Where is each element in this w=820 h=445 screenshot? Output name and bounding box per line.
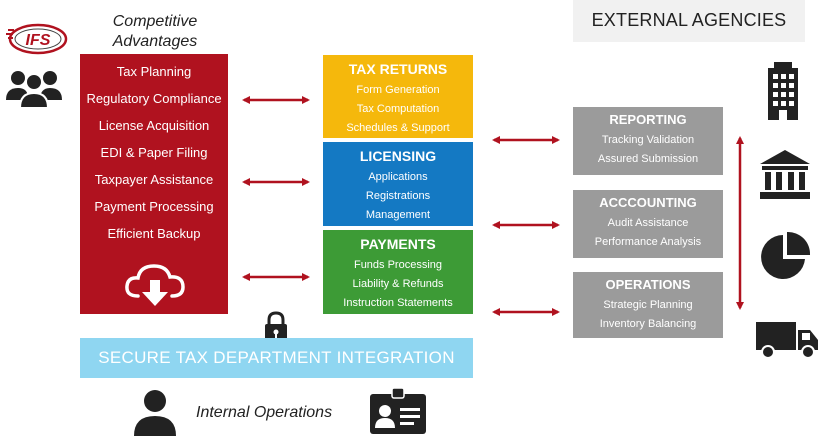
- licensing-item: Management: [365, 209, 431, 221]
- licensing-box: LICENSING Applications Registrations Man…: [323, 142, 473, 226]
- tax-returns-item: Tax Computation: [356, 103, 440, 115]
- payments-box: PAYMENTS Funds Processing Liability & Re…: [323, 230, 473, 314]
- operations-title: OPERATIONS: [605, 277, 691, 292]
- title-line-2: Advantages: [112, 33, 198, 50]
- accounting-box: ACCCOUNTING Audit Assistance Performance…: [573, 190, 723, 258]
- reporting-item: Assured Submission: [597, 153, 699, 165]
- operations-item: Strategic Planning: [603, 299, 693, 311]
- title-line-1: Competitive: [112, 13, 198, 30]
- accounting-title: ACCCOUNTING: [599, 195, 697, 210]
- tax-returns-title: TAX RETURNS: [348, 61, 448, 77]
- person-icon: [134, 390, 176, 436]
- tax-returns-item: Form Generation: [356, 84, 440, 96]
- external-agencies-header: [573, 0, 805, 42]
- ifs-logo: IFS: [6, 23, 68, 55]
- advantage-item: Tax Planning: [116, 64, 192, 79]
- secure-integration-bar: SECURE TAX DEPARTMENT INTEGRATION: [80, 338, 473, 378]
- reporting-item: Tracking Validation: [601, 134, 695, 146]
- advantages-list: Tax Planning Regulatory Compliance Licen…: [80, 54, 228, 251]
- advantage-item: Taxpayer Assistance: [94, 172, 214, 187]
- reporting-title: REPORTING: [609, 112, 687, 127]
- logo-text: IFS: [26, 32, 51, 49]
- office-building-icon: [768, 62, 798, 120]
- tax-returns-item: Schedules & Support: [346, 122, 450, 134]
- internal-operations-label: Internal Operations: [196, 404, 333, 421]
- payments-title: PAYMENTS: [360, 236, 436, 252]
- payments-item: Instruction Statements: [343, 297, 453, 309]
- id-card-icon: [370, 387, 426, 434]
- accounting-item: Audit Assistance: [607, 217, 689, 229]
- payments-item: Liability & Refunds: [352, 278, 444, 290]
- advantage-item: EDI & Paper Filing: [100, 145, 208, 160]
- advantage-item: Regulatory Compliance: [86, 91, 222, 106]
- operations-box: OPERATIONS Strategic Planning Inventory …: [573, 272, 723, 338]
- competitive-advantages-box: Tax Planning Regulatory Compliance Licen…: [80, 54, 228, 314]
- operations-item: Inventory Balancing: [599, 318, 697, 330]
- advantage-item: Payment Processing: [94, 199, 214, 214]
- competitive-advantages-title: Competitive Advantages: [100, 12, 210, 52]
- delivery-truck-icon: [756, 322, 818, 359]
- padlock-icon: [265, 311, 287, 342]
- bank-icon: [760, 150, 810, 199]
- payments-item: Funds Processing: [353, 259, 443, 271]
- people-group-icon: [6, 71, 62, 108]
- licensing-item: Applications: [368, 171, 428, 183]
- licensing-item: Registrations: [365, 190, 431, 202]
- advantage-item: License Acquisition: [98, 118, 210, 133]
- tax-returns-box: TAX RETURNS Form Generation Tax Computat…: [323, 55, 473, 138]
- reporting-box: REPORTING Tracking Validation Assured Su…: [573, 107, 723, 175]
- licensing-title: LICENSING: [359, 148, 437, 164]
- accounting-item: Performance Analysis: [594, 236, 702, 248]
- advantage-item: Efficient Backup: [107, 226, 201, 241]
- pie-chart-icon: [761, 231, 811, 279]
- cloud-download-icon: [125, 264, 185, 306]
- external-agencies-title: EXTERNAL AGENCIES: [591, 10, 787, 30]
